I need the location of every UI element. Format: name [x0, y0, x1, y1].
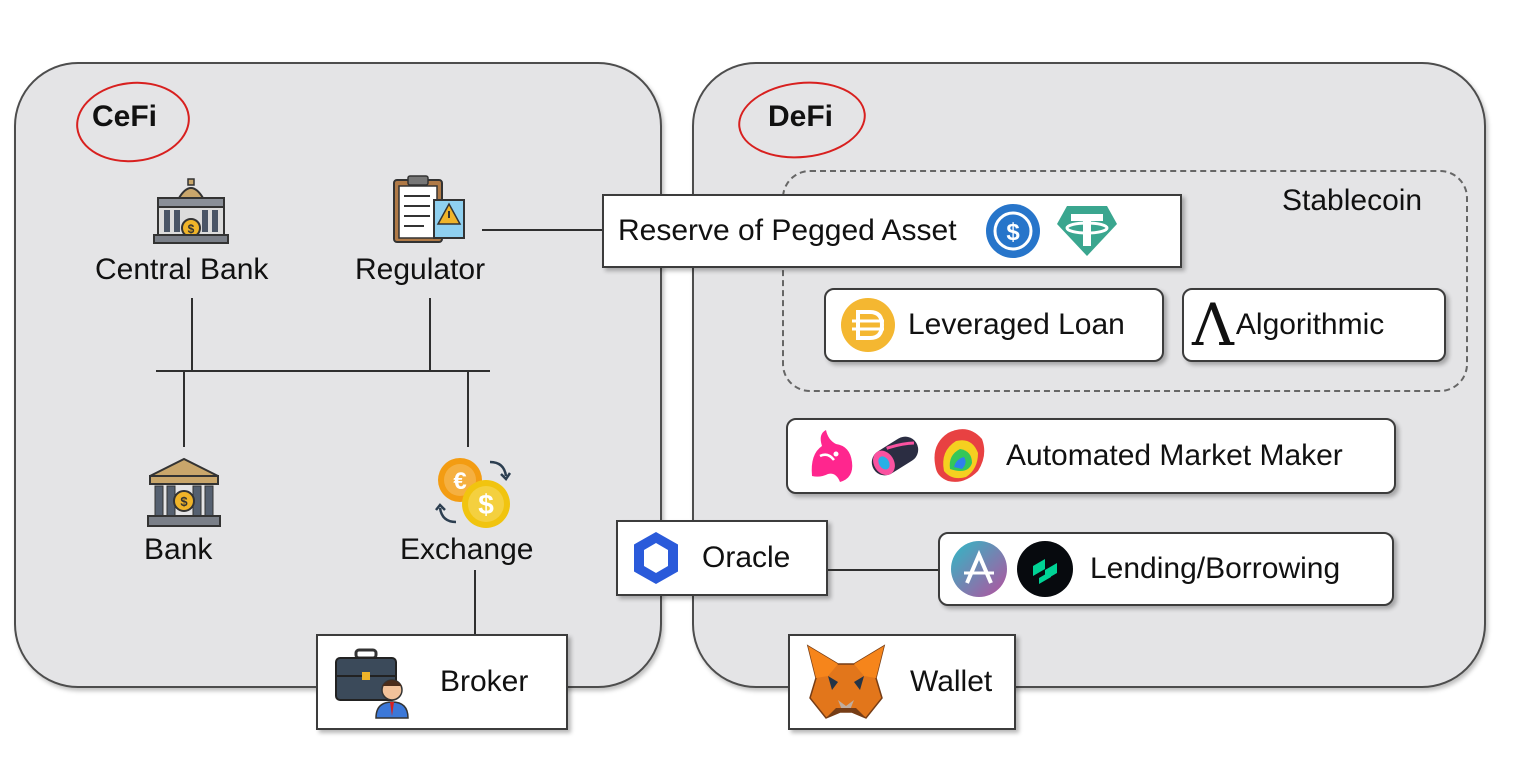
defi-title: DeFi: [768, 100, 834, 133]
cefi-hierarchy-bar: [156, 370, 490, 372]
amm-label: Automated Market Maker: [1006, 439, 1343, 472]
lambda-icon: Λ: [1192, 291, 1234, 359]
svg-text:$: $: [1006, 219, 1020, 246]
exchange-label: Exchange: [400, 533, 534, 566]
bank-label: Bank: [144, 533, 213, 566]
svg-text:$: $: [180, 494, 188, 509]
leveraged-loan-box: Leveraged Loan: [824, 288, 1164, 362]
currency-exchange-icon: € $: [435, 458, 512, 528]
stablecoin-label: Stablecoin: [1282, 184, 1423, 217]
curve-icon: [934, 429, 985, 482]
broker-label: Broker: [440, 665, 529, 698]
reserve-label: Reserve of Pegged Asset: [618, 214, 957, 247]
central-bank-icon: $: [153, 178, 229, 244]
broker-connector: [474, 570, 476, 636]
wallet-label: Wallet: [910, 665, 993, 698]
oracle-lending-connector: [828, 569, 940, 571]
compound-icon: [1017, 541, 1073, 597]
metamask-fox-icon: [806, 644, 886, 719]
cefi-title: CeFi: [92, 100, 158, 133]
briefcase-person-icon: [335, 648, 409, 719]
svg-text:€: €: [453, 468, 466, 495]
lending-label: Lending/Borrowing: [1090, 552, 1341, 585]
regulator-label: Regulator: [355, 253, 486, 286]
tether-icon: [1056, 206, 1117, 256]
broker-box: Broker: [316, 634, 568, 730]
chainlink-icon: [634, 532, 678, 584]
dai-icon: [841, 298, 895, 352]
algorithmic-box: Λ Algorithmic: [1182, 288, 1446, 362]
cefi-panel: [14, 62, 662, 688]
regulator-connector: [429, 298, 431, 372]
uniswap-icon: [811, 430, 853, 482]
stablecoin-group: [782, 170, 1468, 392]
regulator-reserve-connector: [482, 229, 604, 231]
reserve-box: Reserve of Pegged Asset $: [602, 194, 1182, 268]
svg-text:$: $: [188, 222, 195, 236]
central-bank-connector: [191, 298, 193, 372]
bank-icon: $: [147, 457, 221, 527]
usdc-icon: $: [985, 204, 1040, 258]
aave-icon: [951, 541, 1007, 597]
central-bank-label: Central Bank: [95, 253, 269, 286]
leveraged-loan-label: Leveraged Loan: [908, 308, 1125, 341]
bank-connector: [183, 371, 185, 447]
algorithmic-label: Algorithmic: [1235, 308, 1385, 341]
oracle-label: Oracle: [702, 541, 791, 574]
svg-text:$: $: [478, 489, 494, 520]
amm-box: Automated Market Maker: [786, 418, 1396, 494]
wallet-box: Wallet: [788, 634, 1016, 730]
oracle-box: Oracle: [616, 520, 828, 596]
lending-box: Lending/Borrowing: [938, 532, 1394, 606]
sushiswap-icon: [871, 436, 919, 476]
clipboard-icon: [393, 175, 465, 243]
exchange-connector: [467, 371, 469, 447]
